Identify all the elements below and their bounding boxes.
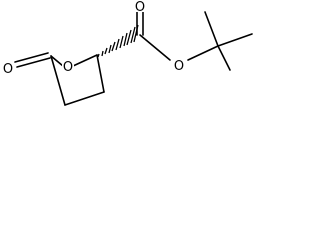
bond-o1-c2	[72, 54, 98, 67]
ester-oxygen-label: O	[174, 59, 184, 74]
atom-carbonyl-oxygen: O	[134, 0, 146, 15]
chemical-structure-diagram: O O O O	[2, 0, 253, 106]
atom-ester-oxygen: O	[173, 58, 185, 74]
bond-ketone-double-1	[16, 57, 51, 68]
bond-tbu-methyl-right	[217, 33, 253, 47]
bond-c4-c5	[50, 55, 66, 106]
carbonyl-oxygen-label: O	[135, 0, 145, 15]
bond-ketone-double-2	[14, 52, 49, 63]
bond-c2-c3	[96, 54, 105, 93]
bond-o-tbu	[187, 45, 219, 61]
bond-c5-o1	[50, 55, 64, 67]
bond-ester-c-o	[139, 34, 171, 61]
atom-ring-oxygen: O	[62, 59, 74, 75]
stereo-hash-bond	[97, 24, 139, 58]
atom-ketone-oxygen: O	[2, 61, 14, 77]
bond-tbu-methyl-down	[217, 45, 231, 71]
ketone-oxygen-label: O	[3, 62, 13, 77]
bond-c3-c4	[64, 91, 105, 106]
ring-oxygen-label: O	[63, 60, 73, 75]
bond-tbu-methyl-up	[204, 11, 219, 47]
